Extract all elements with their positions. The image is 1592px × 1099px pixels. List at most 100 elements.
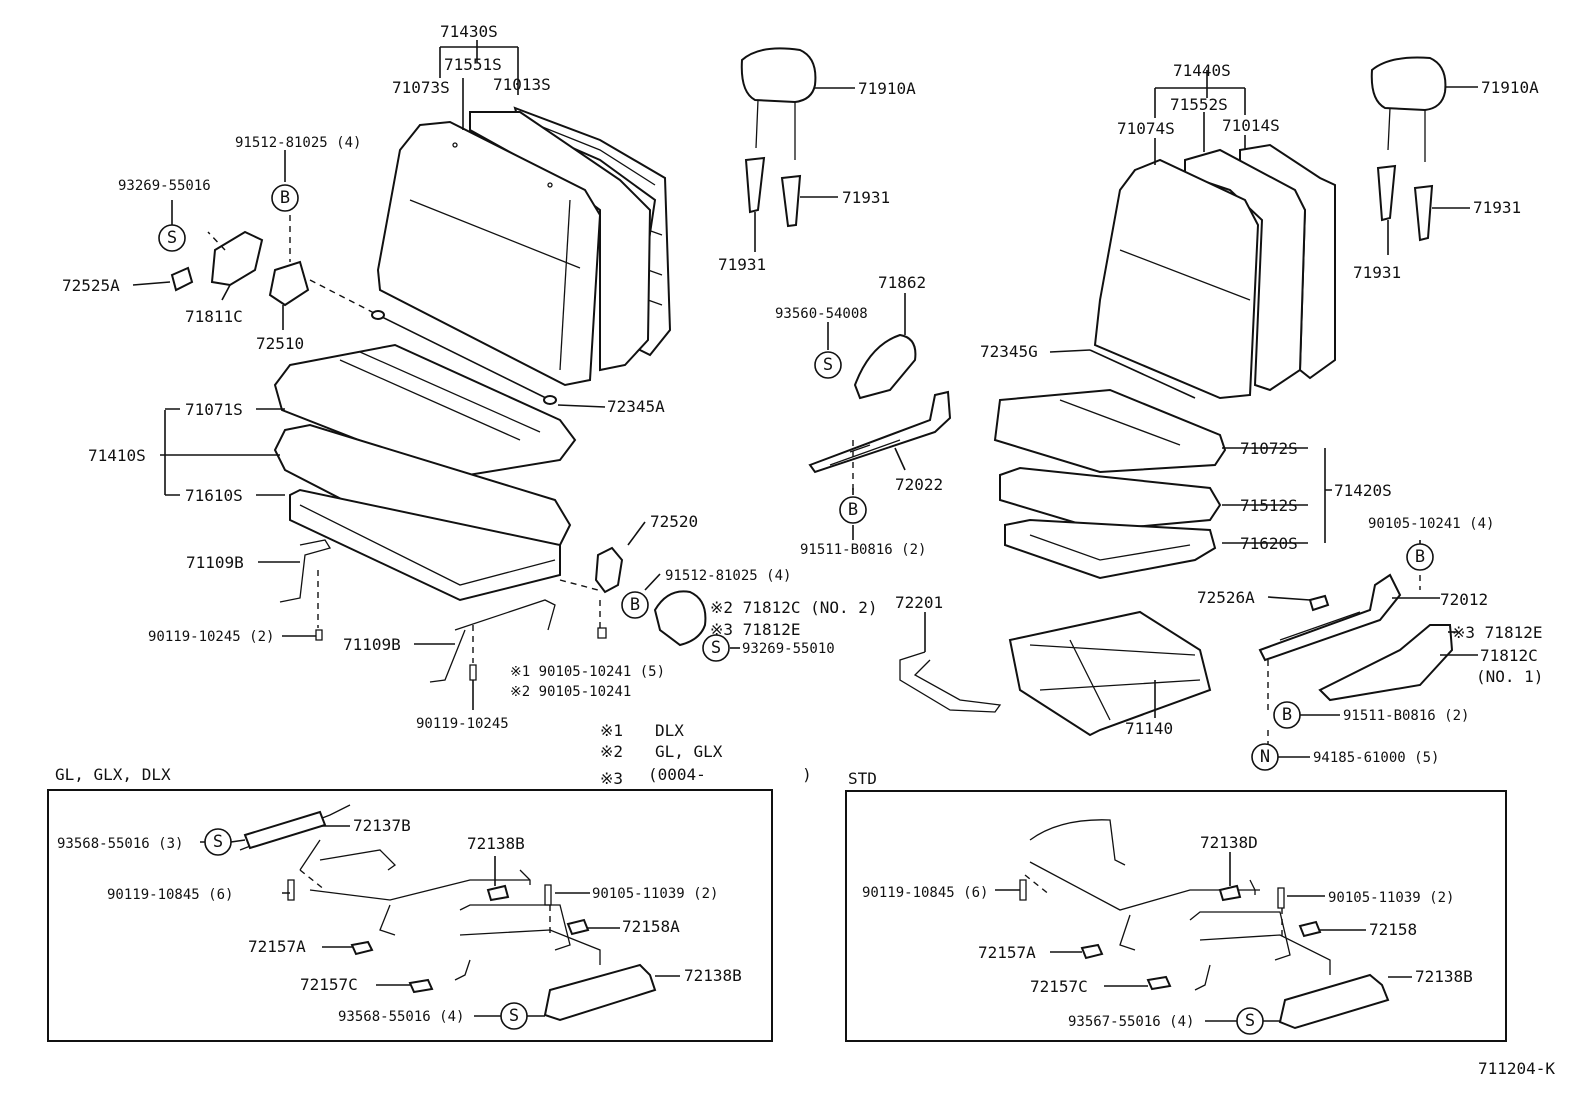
seat-rod-72345g	[1089, 349, 1196, 399]
label-71552s: 71552S	[1170, 95, 1228, 114]
marker-s-93560-54008: S	[814, 351, 842, 379]
label-93269-55010: 93269-55010	[742, 641, 835, 657]
seat-leg-71109b-lower	[429, 599, 556, 683]
section-std: STD S 72138D 90119-10845 (6) 90105-11039…	[845, 769, 1507, 1042]
marker-s-93568-55016-4: S	[500, 1002, 528, 1030]
bracket-72137b	[243, 810, 327, 850]
label-72138b-upper: 72138B	[467, 834, 525, 853]
note-3-text: (0004- )	[648, 765, 812, 784]
label-71410s: 71410S	[88, 446, 146, 465]
seat-rod-72345a	[377, 314, 551, 401]
label-71512s: 71512S	[1240, 496, 1298, 515]
note-2-text: GL, GLX	[655, 742, 723, 761]
marker-s-93269-55016: S	[158, 224, 186, 252]
label-71013s: 71013S	[493, 75, 551, 94]
seat-cushion-base-71620s	[1004, 518, 1217, 580]
label-71140: 71140	[1125, 719, 1173, 738]
cap-72157c-std	[1146, 975, 1172, 991]
label-71071s: 71071S	[185, 400, 243, 419]
seat-hinge-72520	[594, 546, 624, 594]
label-71931-a: 71931	[842, 188, 890, 207]
svg-text:N: N	[1260, 747, 1270, 767]
marker-b-91511-b0816-middle: B	[839, 496, 867, 524]
headrest-guide-71931-c	[1376, 164, 1397, 222]
seat-track-72022	[808, 390, 952, 474]
svg-text:S: S	[1245, 1011, 1255, 1031]
knob-72525a	[170, 266, 194, 292]
label-72138b-std: 72138B	[1415, 967, 1473, 986]
marker-s-93567-55016-4: S	[1236, 1007, 1264, 1035]
marker-b-91511-b0816-right: B	[1273, 701, 1301, 729]
label-71931-c: 71931	[1473, 198, 1521, 217]
label-71430s: 71430S	[440, 22, 498, 41]
label-72138b-lower: 72138B	[684, 966, 742, 985]
section-box-gl	[47, 789, 773, 1042]
label-90119-10845-std: 90119-10845 (6)	[862, 885, 988, 901]
label-72138d: 72138D	[1200, 833, 1258, 852]
headrest-guide-71931-b	[780, 174, 802, 228]
label-91512-81025-lower: 91512-81025 (4)	[665, 568, 791, 584]
label-71812e-right: ※3 71812E	[1452, 623, 1542, 642]
label-72158a: 72158A	[622, 917, 680, 936]
headrest-guide-71931-a	[744, 156, 766, 214]
cover-72138b-lower	[543, 963, 657, 1022]
hinge-cover-71812c-no2	[653, 590, 707, 647]
cap-72158a	[566, 918, 590, 936]
seat-frame-71140	[1008, 610, 1212, 737]
leader-lines	[132, 40, 1478, 758]
label-90105-11039-gl: 90105-11039 (2)	[592, 886, 718, 902]
label-72012: 72012	[1440, 590, 1488, 609]
label-72510: 72510	[256, 334, 304, 353]
label-71109b-lower: 71109B	[343, 635, 401, 654]
seat-leg-71109b-upper	[279, 539, 332, 603]
cover-72138b-std	[1278, 973, 1390, 1030]
label-72158-std: 72158	[1369, 920, 1417, 939]
cap-72138d	[1218, 884, 1242, 902]
marker-b-91512-81025-upper: B	[271, 184, 299, 212]
hinge-cover-71812c-no1	[1318, 624, 1454, 702]
label-71072s: 71072S	[1240, 439, 1298, 458]
label-71931-b: 71931	[718, 255, 766, 274]
label-90119-10245-2: 90119-10245 (2)	[148, 629, 274, 645]
label-93568-55016-3: 93568-55016 (3)	[57, 836, 183, 852]
section-title-std: STD	[848, 769, 877, 788]
note-3-mark: ※3	[600, 769, 623, 788]
marker-n-94185-61000: N	[1251, 743, 1279, 771]
label-93269-55016: 93269-55016	[118, 178, 211, 194]
label-71074s: 71074S	[1117, 119, 1175, 138]
svg-text:B: B	[280, 188, 290, 208]
label-94185-61000: 94185-61000 (5)	[1313, 750, 1439, 766]
label-71610s: 71610S	[185, 486, 243, 505]
label-71440s: 71440S	[1173, 61, 1231, 80]
label-71812c-no2: ※2 71812C (NO. 2)	[710, 598, 878, 617]
label-72157c-std: 72157C	[1030, 977, 1088, 996]
label-71073s: 71073S	[392, 78, 450, 97]
label-71812e-left: ※3 71812E	[710, 620, 800, 639]
label-71812c-no1: 71812C	[1480, 646, 1538, 665]
label-71812c-no1-suffix: (NO. 1)	[1476, 667, 1543, 686]
label-72345a: 72345A	[607, 397, 665, 416]
label-90119-10845-gl: 90119-10845 (6)	[107, 887, 233, 903]
middle-parts	[808, 333, 1212, 737]
label-71620s: 71620S	[1240, 534, 1298, 553]
svg-text:S: S	[213, 832, 223, 852]
section-gl-glx-dlx: GL, GLX, DLX S S 93568-55016 (3) 72137B …	[47, 765, 773, 1042]
label-90119-10245: 90119-10245	[416, 716, 509, 732]
knob-72526a	[1308, 594, 1330, 612]
cap-72138b-upper	[486, 884, 510, 902]
cap-72157a-gl	[350, 940, 374, 956]
left-bench-seat	[170, 106, 707, 683]
svg-text:S: S	[711, 638, 721, 658]
svg-text:S: S	[509, 1006, 519, 1026]
track-bar-72201	[899, 651, 1002, 713]
label-91512-81025-upper: 91512-81025 (4)	[235, 135, 361, 151]
label-91511-b0816-middle: 91511-B0816 (2)	[800, 542, 926, 558]
seat-cushion-frame	[289, 488, 561, 602]
part-labels: 71430S 71551S 71073S 71013S 91512-81025 …	[62, 22, 1543, 766]
label-90105-11039-std: 90105-11039 (2)	[1328, 890, 1454, 906]
label-71910a-right: 71910A	[1481, 78, 1539, 97]
label-71931-d: 71931	[1353, 263, 1401, 282]
label-72201: 72201	[895, 593, 943, 612]
section-title-gl: GL, GLX, DLX	[55, 765, 171, 784]
